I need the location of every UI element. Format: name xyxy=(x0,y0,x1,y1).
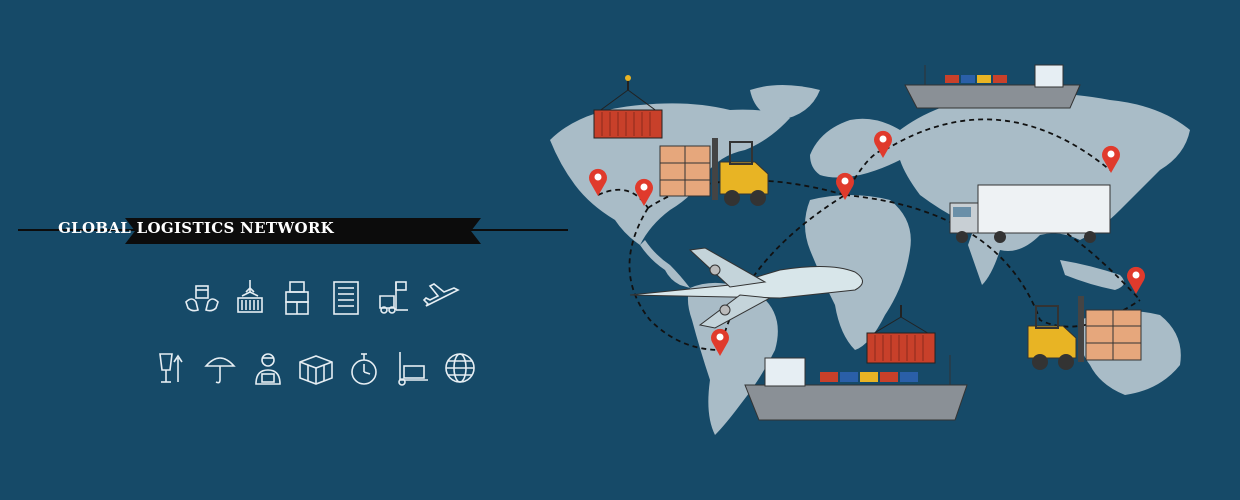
hand-truck-icon xyxy=(398,352,428,386)
worker-icon xyxy=(255,353,281,385)
title-ribbon: GLOBAL LOGISTICS NETWORK xyxy=(18,215,568,245)
ribbon-shape xyxy=(125,218,481,244)
airplane-icon xyxy=(422,283,460,307)
continent-europe xyxy=(810,118,908,178)
continent-central-america xyxy=(640,240,690,288)
hand-box-icon xyxy=(185,285,219,312)
pin-europe-north xyxy=(874,130,892,158)
map-pins xyxy=(589,130,1145,356)
pin-east-usa xyxy=(635,178,653,206)
crane-container-icon xyxy=(237,280,263,313)
cargo-container-crane-icon xyxy=(866,305,936,364)
globe-icon xyxy=(445,353,475,383)
forklift-with-boxes-icon xyxy=(1027,296,1142,370)
icon-row-1 xyxy=(182,278,462,318)
continent-india xyxy=(968,225,1000,285)
checklist-icon xyxy=(333,281,359,315)
route-1 xyxy=(597,188,649,209)
pin-europe-west xyxy=(836,172,854,200)
pin-west-usa xyxy=(589,168,607,196)
pin-southeast-asia xyxy=(1127,266,1145,294)
continent-greenland xyxy=(750,85,820,120)
cargo-airplane-icon xyxy=(629,247,863,329)
umbrella-icon xyxy=(204,357,236,384)
page-title: GLOBAL LOGISTICS NETWORK xyxy=(58,219,334,237)
forklift-icon xyxy=(379,281,408,314)
pin-east-asia xyxy=(1102,145,1120,173)
route-6 xyxy=(628,207,721,351)
pin-south-america xyxy=(711,328,729,356)
world-map xyxy=(550,64,1190,435)
boxes-icon xyxy=(299,355,333,385)
cargo-ship-icon xyxy=(904,64,1081,109)
packages-icon xyxy=(285,281,309,315)
semi-truck-icon xyxy=(949,184,1111,243)
continent-africa xyxy=(805,195,911,350)
cargo-container-crane-icon xyxy=(593,75,663,139)
route-5 xyxy=(844,194,1141,328)
cargo-ship-icon xyxy=(744,355,968,421)
forklift-with-boxes-icon xyxy=(659,138,769,206)
fragile-glass-icon xyxy=(159,353,183,383)
continent-southeast-asia xyxy=(1060,260,1124,290)
stopwatch-icon xyxy=(351,353,377,385)
icon-row-2 xyxy=(152,348,480,388)
route-7 xyxy=(719,194,846,351)
route-4 xyxy=(884,118,1111,171)
